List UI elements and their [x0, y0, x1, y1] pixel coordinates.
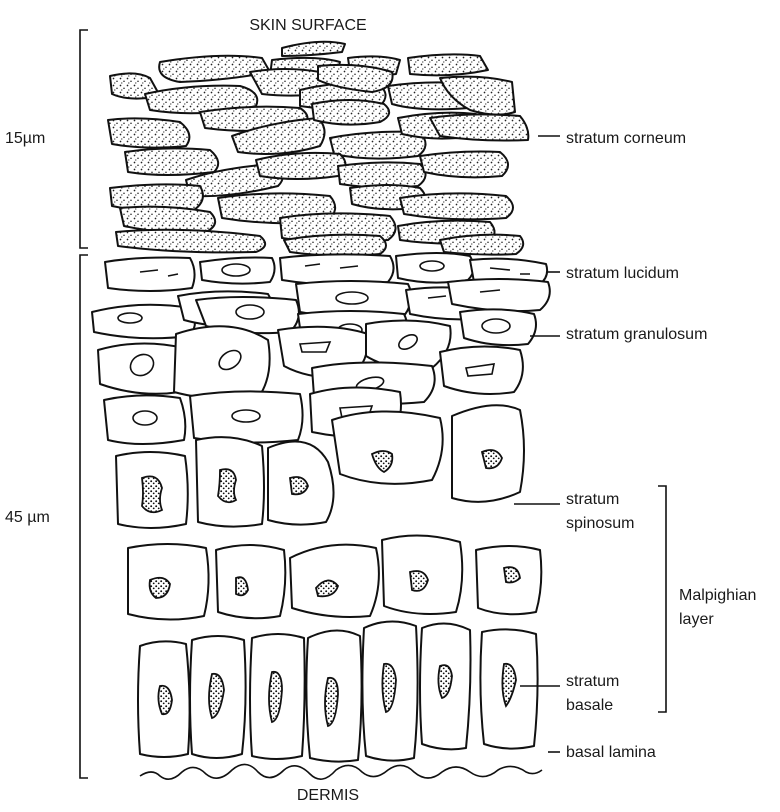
label-basal-lamina: basal lamina [566, 744, 656, 761]
scale-label-45um: 45 µm [5, 509, 50, 526]
label-malpighian-line1: Malpighian [679, 587, 756, 604]
label-stratum-granulosum: stratum granulosum [566, 326, 707, 343]
label-stratum-basale-line2: basale [566, 697, 613, 714]
label-stratum-lucidum: stratum lucidum [566, 265, 679, 282]
skin-surface-label: SKIN SURFACE [249, 17, 366, 34]
scale-bracket-top [80, 30, 88, 248]
label-stratum-spinosum-line1: stratum [566, 491, 619, 508]
malpighian-bracket [658, 486, 666, 712]
basal-lamina-line [140, 764, 542, 779]
stratum-corneum-cells [108, 42, 528, 256]
dermis-label: DERMIS [297, 787, 359, 804]
scale-label-15um: 15µm [5, 130, 45, 147]
scale-bracket-bottom [80, 255, 88, 778]
label-malpighian-line2: layer [679, 611, 714, 628]
stratum-basale-cells [138, 621, 538, 761]
stratum-granulosum-cells [92, 279, 550, 404]
label-stratum-corneum: stratum corneum [566, 130, 686, 147]
stratum-spinosum-cells [104, 387, 541, 619]
label-stratum-basale-line1: stratum [566, 673, 619, 690]
label-stratum-spinosum-line2: spinosum [566, 515, 634, 532]
